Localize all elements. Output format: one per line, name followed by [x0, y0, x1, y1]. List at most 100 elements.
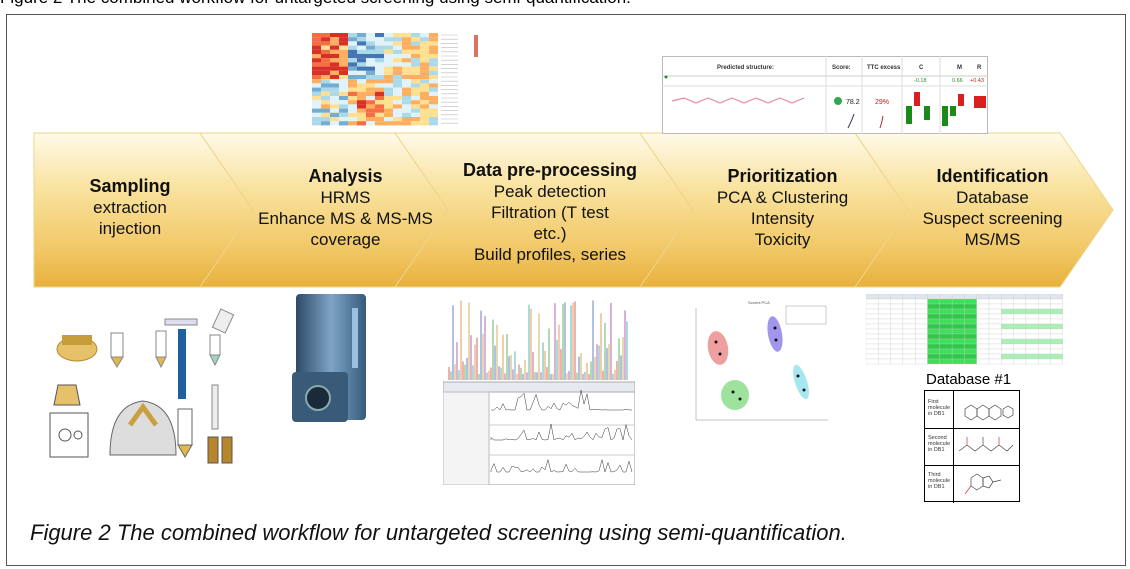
heatmap-cell: [339, 54, 348, 59]
heatmap-cell: [429, 87, 438, 92]
heatmap-cell: [402, 41, 411, 46]
heatmap-cell: [321, 70, 330, 75]
heatmap-cell: [375, 75, 384, 80]
heatmap-cell: [330, 83, 339, 88]
heatmap-cell: [348, 75, 357, 80]
heatmap-cell: [393, 117, 402, 122]
heatmap-cell: [402, 96, 411, 101]
heatmap-cell: [402, 121, 411, 126]
heatmap-cell: [375, 70, 384, 75]
heatmap-cell: [312, 100, 321, 105]
step-line: Suspect screening: [922, 209, 1063, 228]
heatmap-cell: [375, 96, 384, 101]
heatmap-cell: [384, 79, 393, 84]
heatmap-cell: [411, 58, 420, 63]
heatmap-cell: [312, 45, 321, 50]
heatmap-cell: [411, 117, 420, 122]
heatmap-cell: [348, 87, 357, 92]
heatmap-cell: [420, 83, 429, 88]
heatmap-cell: [411, 100, 420, 105]
heatmap-cell: [357, 62, 366, 67]
heatmap-cell: [339, 79, 348, 84]
heatmap-cell: [339, 83, 348, 88]
heatmap-cell: [366, 96, 375, 101]
heatmap-cell: [402, 91, 411, 96]
molecule-structure-icon: [964, 473, 1002, 495]
heatmap-cell: [393, 104, 402, 109]
heatmap-cell: [357, 121, 366, 126]
heatmap-cell: [384, 54, 393, 59]
heatmap-cell: [357, 87, 366, 92]
heatmap-cell: [321, 91, 330, 96]
heatmap-cell: [357, 108, 366, 113]
heatmap-cell: [420, 33, 429, 38]
heatmap-cell: [330, 108, 339, 113]
heatmap-cell: [357, 49, 366, 54]
step-line: Intensity: [750, 209, 815, 228]
heatmap-cell: [357, 96, 366, 101]
step-line: etc.): [533, 224, 567, 243]
heatmap-cell: [366, 45, 375, 50]
heatmap-cell: [393, 100, 402, 105]
heatmap-cell: [420, 70, 429, 75]
heatmap-cell: [330, 96, 339, 101]
heatmap-cell: [312, 112, 321, 117]
heatmap-cell: [366, 104, 375, 109]
heatmap-cell: [411, 79, 420, 84]
heatmap-cell: [339, 49, 348, 54]
heatmap-cell: [402, 66, 411, 71]
heatmap-cell: [429, 121, 438, 126]
hrms-instrument: [292, 294, 366, 422]
database-row: Third molecule in DB1: [925, 465, 1019, 503]
database-row-label: Second molecule in DB1: [928, 435, 951, 453]
heatmap-cell: [429, 100, 438, 105]
heatmap-cell: [357, 41, 366, 46]
heatmap-cell: [411, 75, 420, 80]
heatmap-cell: [366, 91, 375, 96]
heatmap-cell: [375, 87, 384, 92]
heatmap-cell: [339, 117, 348, 122]
heatmap-cell: [330, 62, 339, 67]
c-value: -0.18: [914, 78, 927, 84]
heatmap-cell: [393, 58, 402, 63]
heatmap-cell: [330, 112, 339, 117]
step-title: Sampling: [89, 176, 171, 196]
heatmap-cell: [375, 91, 384, 96]
heatmap-cell: [366, 108, 375, 113]
database-title: Database #1: [926, 371, 1012, 388]
heatmap-cell: [330, 87, 339, 92]
heatmap-cell: [420, 58, 429, 63]
heatmap-cell: [348, 91, 357, 96]
heatmap-cell: [420, 37, 429, 42]
heatmap-cell: [429, 108, 438, 113]
heatmap-cell: [339, 75, 348, 80]
r-value: +0.43: [970, 78, 984, 84]
heatmap-cell: [312, 121, 321, 126]
heatmap-cell: [420, 91, 429, 96]
heatmap-cell: [321, 49, 330, 54]
heatmap-cell: [375, 66, 384, 71]
step-identification: Identification Database Suspect screenin…: [905, 166, 1080, 250]
heatmap-cell: [330, 37, 339, 42]
heatmap-cell: [375, 33, 384, 38]
heatmap-cell: [375, 62, 384, 67]
heatmap-cell: [348, 121, 357, 126]
heatmap-cell: [402, 75, 411, 80]
heatmap-cell: [411, 54, 420, 59]
heatmap-cell: [393, 83, 402, 88]
heatmap-cell: [375, 83, 384, 88]
heatmap-cell: [357, 33, 366, 38]
header-predicted: Predicted structure:: [717, 65, 774, 71]
heatmap-cell: [420, 117, 429, 122]
ttc-value: 29%: [875, 99, 889, 106]
heatmap-cell: [384, 58, 393, 63]
heatmap-cell: [348, 49, 357, 54]
heatmap-cell: [321, 33, 330, 38]
step-line: Database: [956, 188, 1029, 207]
heatmap-cell: [393, 87, 402, 92]
heatmap-cell: [411, 33, 420, 38]
sampling-illustration: [49, 308, 235, 464]
heatmap-cell: [366, 70, 375, 75]
heatmap-cell: [411, 66, 420, 71]
